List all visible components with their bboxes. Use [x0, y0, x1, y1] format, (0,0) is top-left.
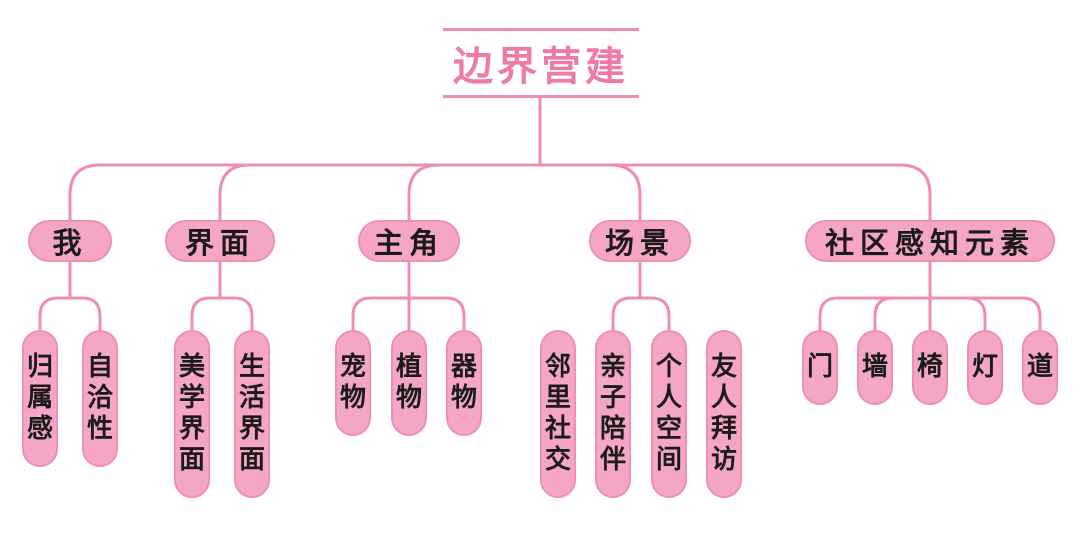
child-bus-line [38, 296, 102, 330]
leaf-char: 器 [450, 352, 477, 382]
leaf-char: 间 [655, 445, 682, 475]
leaf-char: 伴 [599, 445, 626, 475]
leaf-char: 活 [238, 383, 265, 413]
leaf-node[interactable]: 椅 [912, 330, 948, 405]
leaf-node[interactable]: 自洽性 [82, 330, 118, 467]
leaf-char: 归 [26, 352, 53, 382]
leaf-node[interactable]: 归属感 [22, 330, 58, 467]
leaf-char: 拜 [710, 414, 737, 444]
leaf-char: 灯 [971, 352, 998, 382]
leaf-node[interactable]: 植物 [391, 330, 427, 436]
leaf-char: 美 [178, 352, 205, 382]
branch-line [407, 163, 440, 220]
leaf-char: 社 [544, 414, 571, 444]
leaf-char: 门 [806, 352, 833, 382]
child-line [966, 296, 987, 330]
leaf-char: 人 [655, 383, 682, 413]
leaf-char: 空 [655, 414, 682, 444]
leaf-char: 界 [178, 414, 205, 444]
leaf-char: 物 [395, 383, 422, 413]
leaf-node[interactable]: 美学界面 [174, 330, 210, 498]
root-title: 边界营建 [443, 28, 639, 98]
leaf-char: 椅 [916, 352, 943, 382]
leaf-node[interactable]: 墙 [857, 330, 893, 405]
branch-node[interactable]: 场景 [589, 220, 691, 262]
leaf-node[interactable]: 邻里社交 [540, 330, 576, 498]
leaf-char: 墙 [861, 352, 888, 382]
leaf-char: 人 [710, 383, 737, 413]
child-bus-line [190, 296, 254, 330]
leaf-char: 植 [395, 352, 422, 382]
leaf-node[interactable]: 门 [802, 330, 838, 405]
leaf-char: 宠 [339, 352, 366, 382]
leaf-node[interactable]: 友人拜访 [706, 330, 742, 498]
leaf-char: 界 [238, 414, 265, 444]
leaf-char: 物 [450, 383, 477, 413]
leaf-char: 生 [238, 352, 265, 382]
leaf-node[interactable]: 器物 [446, 330, 482, 436]
leaf-node[interactable]: 道 [1022, 330, 1058, 405]
leaf-char: 属 [26, 383, 53, 413]
branch-line [609, 163, 642, 220]
leaf-char: 邻 [544, 352, 571, 382]
branch-node[interactable]: 界面 [165, 220, 275, 262]
leaf-char: 感 [26, 414, 53, 444]
leaf-char: 洽 [86, 383, 113, 413]
leaf-char: 个 [655, 352, 682, 382]
leaf-char: 自 [86, 352, 113, 382]
leaf-char: 性 [86, 414, 113, 444]
child-bus-line [611, 296, 671, 330]
branch-node[interactable]: 社区感知元素 [805, 220, 1055, 262]
leaf-char: 陪 [599, 414, 626, 444]
leaf-char: 访 [710, 445, 737, 475]
leaf-node[interactable]: 生活界面 [234, 330, 270, 498]
main-bus-line [68, 163, 932, 220]
leaf-char: 友 [710, 352, 737, 382]
leaf-char: 物 [339, 383, 366, 413]
leaf-node[interactable]: 灯 [967, 330, 1003, 405]
leaf-node[interactable]: 宠物 [335, 330, 371, 436]
leaf-char: 亲 [599, 352, 626, 382]
branch-node[interactable]: 主角 [358, 220, 460, 262]
leaf-char: 交 [544, 445, 571, 475]
leaf-char: 学 [178, 383, 205, 413]
branch-line [218, 163, 251, 220]
leaf-node[interactable]: 个人空间 [651, 330, 687, 498]
leaf-char: 子 [599, 383, 626, 413]
leaf-char: 道 [1026, 352, 1053, 382]
leaf-char: 面 [178, 445, 205, 475]
child-line [873, 296, 894, 330]
branch-node[interactable]: 我 [28, 220, 112, 262]
leaf-char: 面 [238, 445, 265, 475]
leaf-node[interactable]: 亲子陪伴 [595, 330, 631, 498]
leaf-char: 里 [544, 383, 571, 413]
